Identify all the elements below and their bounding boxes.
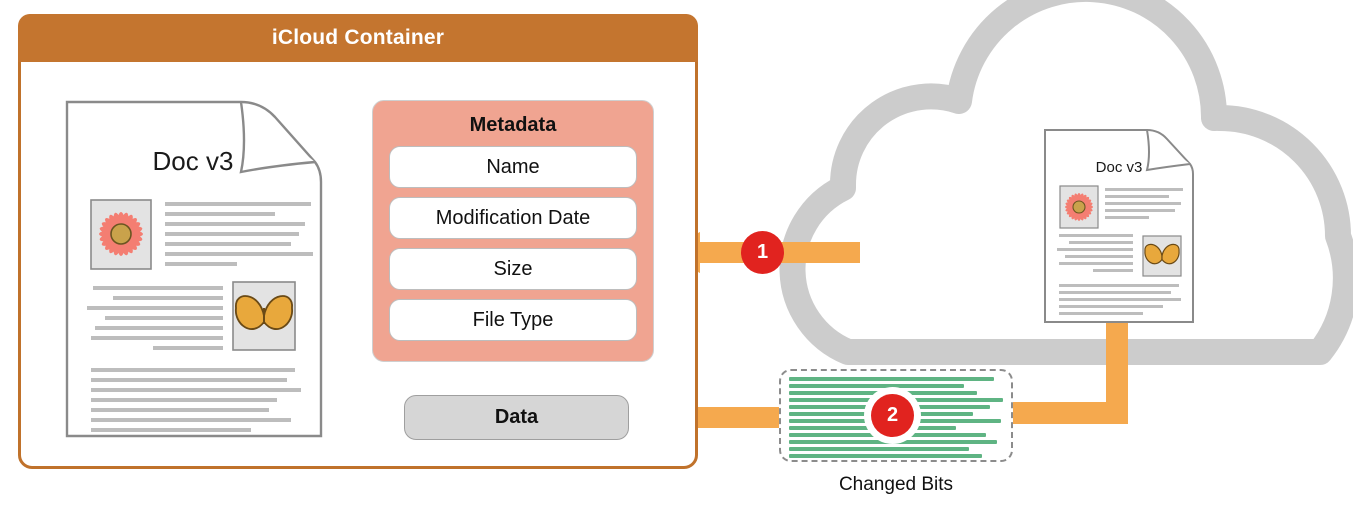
- bit-line: [789, 440, 997, 444]
- butterfly-icon: [1144, 243, 1180, 265]
- metadata-field-file-type[interactable]: File Type: [389, 299, 637, 341]
- page-fold: [239, 101, 316, 174]
- cloud-text-lines-block-3: [1059, 284, 1181, 315]
- step-badge-1: 1: [741, 231, 784, 274]
- text-lines-block-1: [165, 202, 313, 266]
- metadata-panel: Metadata Name Modification Date Size Fil…: [372, 100, 654, 362]
- cloud-icon: [779, 0, 1353, 365]
- step-badge-2-number: 2: [886, 404, 899, 426]
- cloud-document: Doc v3: [1043, 128, 1195, 324]
- flower-icon: [99, 212, 143, 256]
- cloud-text-lines-block-2: [1057, 234, 1133, 272]
- changed-bits-label: Changed Bits: [838, 474, 954, 495]
- data-pill-label: Data: [494, 406, 539, 428]
- bit-line: [789, 377, 995, 381]
- cloud-document-title: Doc v3: [1096, 159, 1143, 176]
- metadata-field-name-label: Name: [486, 155, 540, 178]
- container-title: iCloud Container: [271, 26, 445, 49]
- metadata-field-size[interactable]: Size: [389, 248, 637, 290]
- page-outline: [65, 100, 323, 438]
- icloud-container-header: iCloud Container: [18, 14, 698, 62]
- step-badge-1-number: 1: [756, 241, 769, 263]
- bit-line: [789, 447, 969, 451]
- bit-line: [789, 391, 978, 395]
- metadata-field-file-type-label: File Type: [472, 308, 554, 331]
- local-document: Doc v3: [65, 100, 323, 438]
- metadata-field-size-label: Size: [493, 257, 533, 280]
- bit-line: [789, 454, 982, 458]
- bit-line: [789, 384, 965, 388]
- butterfly-icon: [235, 295, 293, 330]
- data-pill[interactable]: Data: [404, 395, 629, 440]
- metadata-field-name[interactable]: Name: [389, 146, 637, 188]
- step-badge-2: 2: [871, 394, 914, 437]
- text-lines-block-3: [91, 368, 301, 432]
- cloud-text-lines-block-1: [1105, 188, 1183, 219]
- bit-line: [789, 426, 956, 430]
- cloud-page-fold: [1145, 129, 1191, 172]
- metadata-field-modification-date-label: Modification Date: [435, 206, 591, 229]
- metadata-field-modification-date[interactable]: Modification Date: [389, 197, 637, 239]
- local-document-title: Doc v3: [153, 146, 234, 176]
- metadata-title: Metadata: [469, 114, 557, 136]
- flower-icon: [1065, 193, 1093, 221]
- text-lines-block-2: [87, 286, 223, 350]
